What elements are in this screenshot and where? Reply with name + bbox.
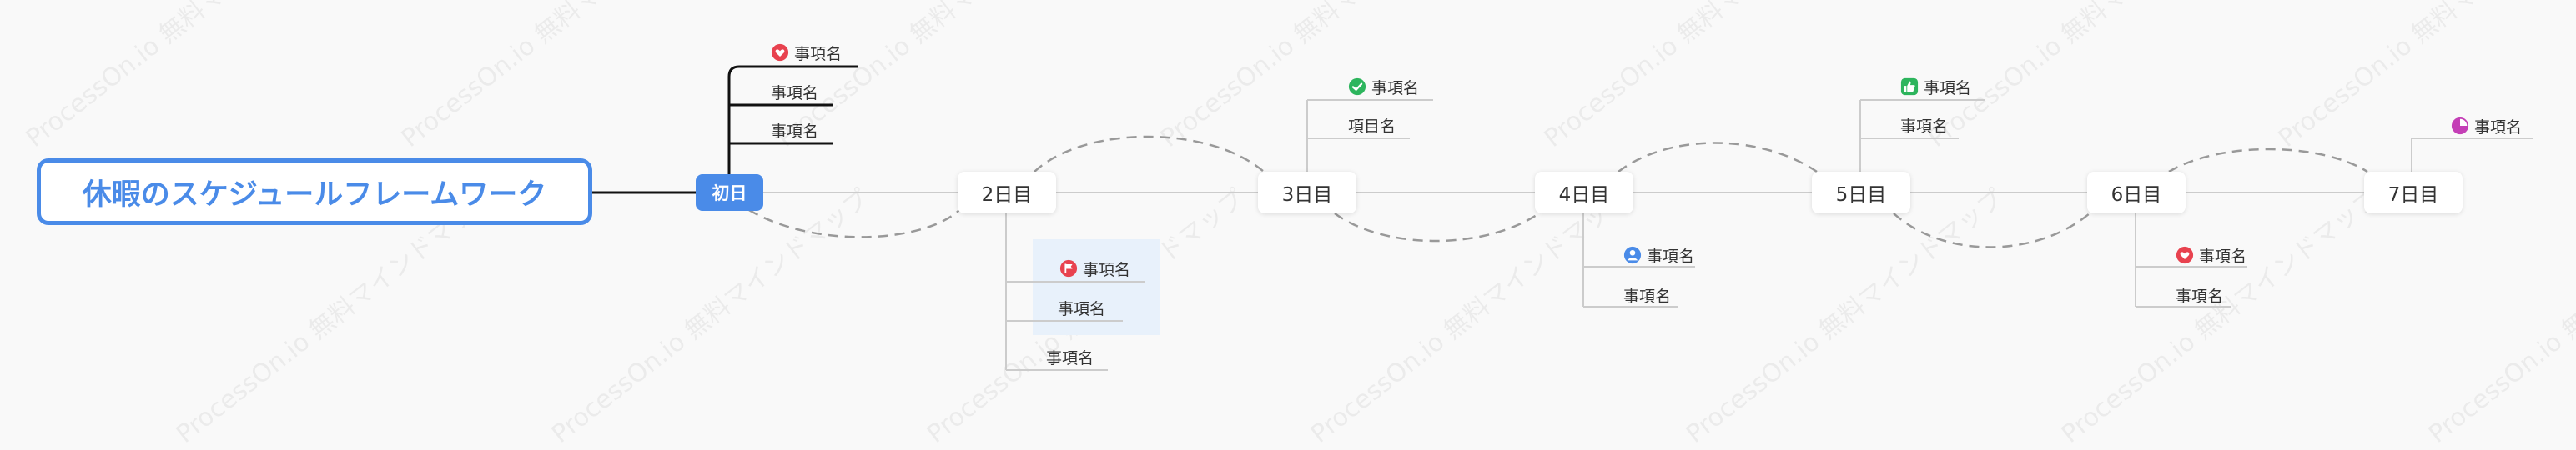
selection-highlight — [1033, 239, 1160, 335]
topic-item-label: 事項名 — [771, 122, 819, 141]
topic-item[interactable]: 事項名 — [771, 118, 818, 142]
day-node-label: 6日目 — [2111, 184, 2162, 206]
dashed-wave — [1034, 135, 1265, 172]
dashed-wave — [1893, 212, 2090, 248]
day-node-5[interactable]: 5日目 — [1812, 172, 1910, 213]
pie-progress-icon — [2451, 117, 2469, 135]
topic-item[interactable]: 事項名 — [1900, 112, 1948, 138]
day-node-label: 初日 — [712, 183, 747, 203]
topic-item-label: 事項名 — [2474, 118, 2523, 137]
day-node-label: 4日目 — [1558, 184, 1610, 206]
topic-item[interactable]: 事項名 — [2176, 282, 2223, 308]
topic-item[interactable]: 事項名 — [1046, 344, 1094, 369]
topic-item-label: 事項名 — [2176, 287, 2224, 306]
day-node-3[interactable]: 3日目 — [1258, 172, 1356, 213]
topic-item[interactable]: 事項名 — [771, 79, 818, 104]
day-node-4[interactable]: 4日目 — [1535, 172, 1633, 213]
day-node-2[interactable]: 2日目 — [958, 172, 1056, 213]
topic-item-label: 事項名 — [1623, 287, 1672, 306]
day-node-label: 7日目 — [2387, 184, 2439, 206]
topic-item-label: 事項名 — [1083, 260, 1131, 279]
topic-item-label: 事項名 — [1924, 78, 1972, 98]
topic-item-label: 事項名 — [1647, 247, 1695, 266]
flag-icon — [1059, 259, 1078, 278]
topic-item-label: 事項名 — [1046, 348, 1094, 368]
day0-branch-1 — [727, 65, 858, 174]
topic-item-label: 事項名 — [1900, 117, 1949, 136]
topic-item[interactable]: 事項名 — [1059, 256, 1130, 281]
topic-item[interactable]: 事項名 — [1900, 74, 1971, 99]
day-node-1[interactable]: 初日 — [696, 174, 763, 211]
root-topic-label: 休暇のスケジュールフレームワーク — [82, 178, 547, 212]
topic-item-label: 事項名 — [794, 44, 843, 63]
day-node-label: 3日目 — [1281, 184, 1333, 206]
check-icon — [1348, 78, 1366, 96]
day-node-label: 5日目 — [1835, 184, 1887, 206]
topic-item-label: 事項名 — [1371, 78, 1420, 98]
topic-item[interactable]: 事項名 — [1058, 295, 1105, 320]
topic-item[interactable]: 事項名 — [2176, 242, 2246, 268]
person-icon — [1623, 246, 1642, 264]
dashed-wave — [1334, 212, 1540, 242]
mind-map-canvas: ProcessOn.io 無料マインドマップ ProcessOn.io 無料マイ… — [21, 0, 2576, 449]
topic-item[interactable]: 事項名 — [1348, 74, 1419, 99]
connector-lines — [592, 65, 2533, 371]
topic-item-label: 項目名 — [1348, 117, 1396, 136]
topic-item[interactable]: 事項名 — [1623, 242, 1694, 268]
topic-item-label: 事項名 — [1058, 299, 1106, 318]
dashed-wave — [2168, 148, 2368, 173]
topic-item[interactable]: 項目名 — [1348, 112, 1396, 138]
heart-icon — [2176, 246, 2194, 264]
root-topic[interactable]: 休暇のスケジュールフレームワーク — [37, 158, 592, 225]
day-node-7[interactable]: 7日目 — [2364, 172, 2463, 213]
dashed-wave — [748, 208, 960, 238]
topic-item[interactable]: 事項名 — [2451, 113, 2522, 138]
topic-item[interactable]: 事項名 — [1623, 282, 1671, 308]
topic-item-label: 事項名 — [2199, 247, 2247, 266]
topic-item-label: 事項名 — [771, 83, 819, 102]
thumbs-up-icon — [1900, 78, 1919, 96]
day-node-label: 2日目 — [981, 184, 1033, 206]
heart-icon — [771, 43, 789, 62]
day-node-6[interactable]: 6日目 — [2087, 172, 2186, 213]
dashed-wave — [1618, 142, 1818, 173]
topic-item[interactable]: 事項名 — [771, 40, 842, 65]
